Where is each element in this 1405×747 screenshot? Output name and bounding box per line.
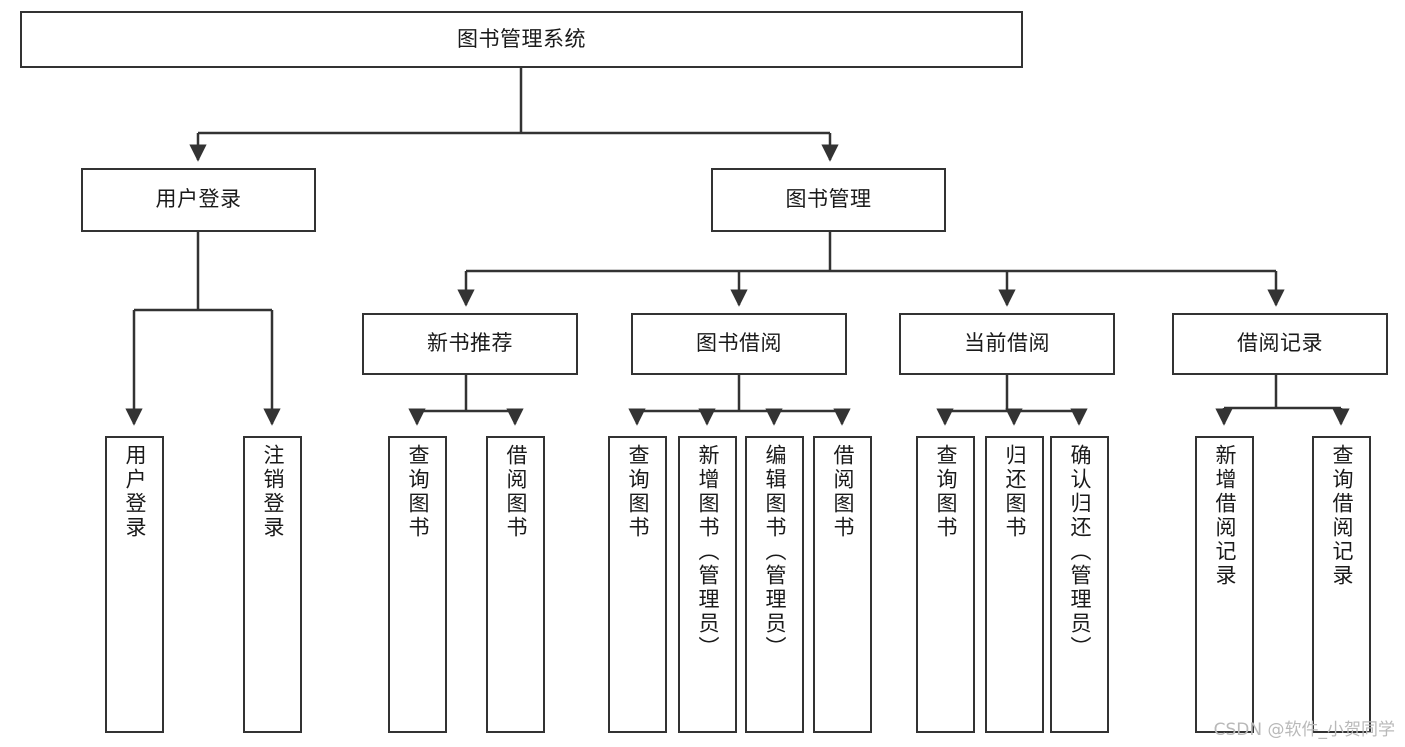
node-user-login[interactable]: 用户登录 (81, 168, 316, 232)
leaf-add-borrow-record-label: 新增借阅记录 (1213, 444, 1237, 588)
node-borrow-record[interactable]: 借阅记录 (1172, 313, 1388, 375)
node-book-management[interactable]: 图书管理 (711, 168, 946, 232)
leaf-user-login[interactable]: 用户登录 (105, 436, 164, 733)
node-user-login-label: 用户登录 (155, 187, 242, 212)
node-current-borrow[interactable]: 当前借阅 (899, 313, 1115, 375)
leaf-query-book-newbook-label: 查询图书 (406, 444, 430, 540)
leaf-user-login-label: 用户登录 (123, 444, 147, 540)
node-current-borrow-label: 当前借阅 (964, 331, 1050, 356)
leaf-borrow-book-label: 借阅图书 (831, 444, 855, 540)
leaf-return-book-label: 归还图书 (1003, 444, 1027, 540)
leaf-query-book-borrow[interactable]: 查询图书 (608, 436, 667, 733)
leaf-add-book-admin[interactable]: 新增图书（管理员） (678, 436, 737, 733)
node-borrow-record-label: 借阅记录 (1237, 331, 1323, 356)
leaf-add-book-admin-label: 新增图书（管理员） (696, 444, 720, 660)
leaf-return-book[interactable]: 归还图书 (985, 436, 1044, 733)
leaf-query-borrow-record[interactable]: 查询借阅记录 (1312, 436, 1371, 733)
node-book-borrow-label: 图书借阅 (696, 331, 782, 356)
leaf-confirm-return-admin-label: 确认归还（管理员） (1068, 444, 1092, 660)
node-book-management-label: 图书管理 (785, 187, 872, 212)
leaf-add-borrow-record[interactable]: 新增借阅记录 (1195, 436, 1254, 733)
node-new-book-recommend-label: 新书推荐 (427, 331, 513, 356)
leaf-query-book-current-label: 查询图书 (934, 444, 958, 540)
leaf-confirm-return-admin[interactable]: 确认归还（管理员） (1050, 436, 1109, 733)
node-book-borrow[interactable]: 图书借阅 (631, 313, 847, 375)
leaf-query-borrow-record-label: 查询借阅记录 (1330, 444, 1354, 588)
node-new-book-recommend[interactable]: 新书推荐 (362, 313, 578, 375)
leaf-borrow-book[interactable]: 借阅图书 (813, 436, 872, 733)
leaf-edit-book-admin-label: 编辑图书（管理员） (763, 444, 787, 660)
leaf-logout-label: 注销登录 (261, 444, 285, 540)
leaf-query-book-newbook[interactable]: 查询图书 (388, 436, 447, 733)
leaf-query-book-borrow-label: 查询图书 (626, 444, 650, 540)
node-root-label: 图书管理系统 (457, 26, 586, 51)
leaf-query-book-current[interactable]: 查询图书 (916, 436, 975, 733)
leaf-edit-book-admin[interactable]: 编辑图书（管理员） (745, 436, 804, 733)
leaf-logout[interactable]: 注销登录 (243, 436, 302, 733)
node-root[interactable]: 图书管理系统 (20, 11, 1023, 68)
leaf-borrow-book-newbook-label: 借阅图书 (504, 444, 528, 540)
leaf-borrow-book-newbook[interactable]: 借阅图书 (486, 436, 545, 733)
